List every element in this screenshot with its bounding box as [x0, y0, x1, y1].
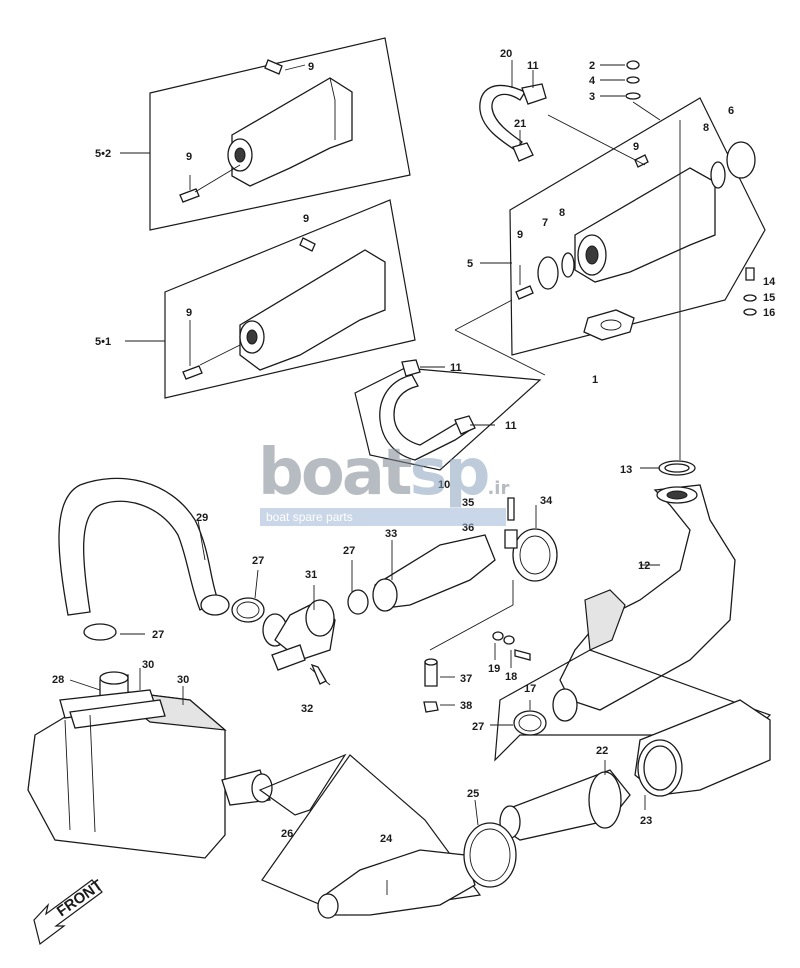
callout-14: 14	[763, 276, 776, 288]
callout-8-upper: 8	[703, 122, 709, 134]
hose-29-group	[58, 477, 265, 641]
callout-3: 3	[589, 91, 595, 103]
callout-1: 1	[592, 374, 598, 386]
callout-37: 37	[460, 673, 472, 685]
callout-11-c: 11	[505, 420, 517, 432]
callout-15: 15	[763, 292, 775, 304]
callout-10: 10	[438, 479, 450, 491]
callout-18: 18	[505, 671, 517, 683]
callout-30-a: 30	[142, 659, 154, 671]
callout-13: 13	[620, 464, 632, 476]
callout-8-lower: 8	[559, 207, 565, 219]
front-label: FRONT	[53, 876, 106, 921]
hardware-17-38-group	[423, 631, 547, 736]
front-direction-indicator: FRONT	[32, 876, 112, 946]
front-arrow-shape	[33, 879, 103, 946]
callout-24: 24	[380, 833, 393, 845]
callout-35: 35	[462, 497, 474, 509]
nuts-washers-2-3-4	[600, 60, 661, 121]
callout-5-2: 5•2	[95, 148, 111, 160]
callout-30-b: 30	[177, 674, 189, 686]
callout-33: 33	[385, 528, 397, 540]
stinger-22-23-group	[499, 699, 771, 841]
callout-11-a: 11	[527, 60, 539, 72]
callout-5-1: 5•1	[95, 336, 111, 348]
callout-27-c: 27	[152, 629, 164, 641]
callout-19: 19	[488, 663, 500, 675]
callout-29: 29	[196, 512, 208, 524]
hose-20-group	[479, 60, 646, 166]
callout-17: 17	[524, 683, 536, 695]
hose-10-group	[354, 359, 542, 471]
manifold-5-2-group	[120, 37, 411, 231]
callout-34: 34	[540, 495, 553, 507]
callout-6: 6	[728, 105, 734, 117]
callout-9-a: 9	[308, 61, 314, 73]
callout-38: 38	[460, 700, 472, 712]
callout-22: 22	[596, 745, 608, 757]
manifold-5-1-group	[125, 199, 416, 399]
callout-31: 31	[305, 569, 317, 581]
callout-9-f: 9	[633, 141, 639, 153]
callout-27-a: 27	[252, 555, 264, 567]
callout-32: 32	[301, 703, 313, 715]
callout-9-d: 9	[186, 307, 192, 319]
callout-9-b: 9	[186, 151, 192, 163]
callout-9-c: 9	[303, 213, 309, 225]
callout-26: 26	[281, 828, 293, 840]
elbow-31-33-34-group	[254, 497, 558, 686]
pipe-24-group	[261, 754, 517, 919]
callout-23: 23	[640, 815, 652, 827]
callout-25: 25	[467, 788, 479, 800]
callout-9-e: 9	[517, 229, 523, 241]
callout-4: 4	[589, 75, 596, 87]
callout-12: 12	[638, 560, 650, 572]
callout-16: 16	[763, 307, 775, 319]
callout-36: 36	[462, 522, 474, 534]
callout-21: 21	[514, 118, 526, 130]
callout-27-b: 27	[343, 545, 355, 557]
callout-20: 20	[500, 48, 512, 60]
callout-2: 2	[589, 60, 595, 72]
callout-28: 28	[52, 674, 64, 686]
callout-11-b: 11	[450, 362, 462, 374]
callout-5: 5	[467, 258, 473, 270]
callout-27-d: 27	[472, 721, 484, 733]
muffler-28-group	[27, 668, 347, 859]
callout-7: 7	[542, 217, 548, 229]
